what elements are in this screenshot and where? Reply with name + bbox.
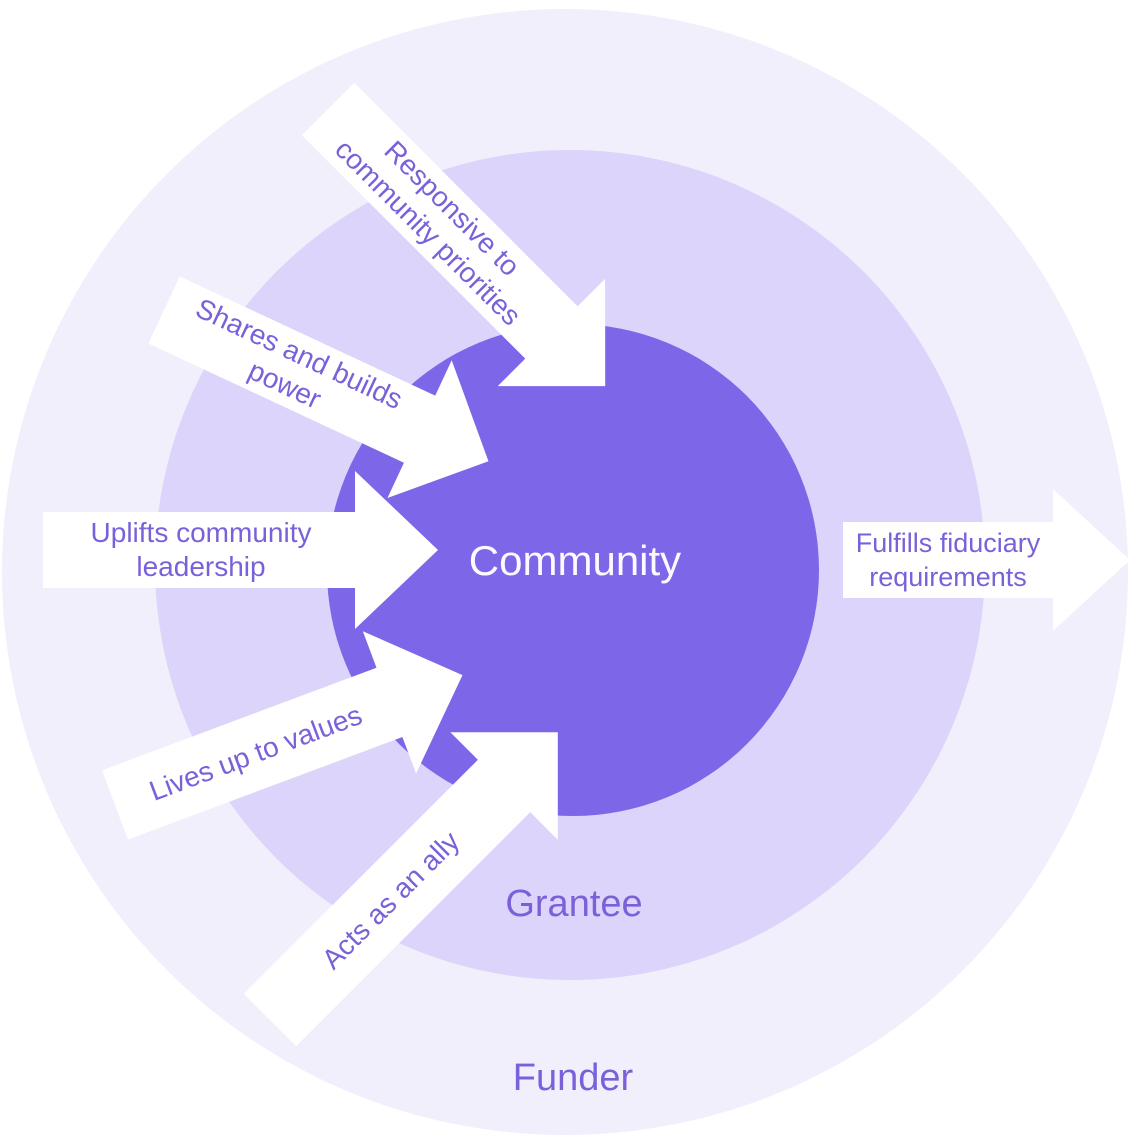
arrow-fulfills-label-line1: Fulfills fiduciary — [856, 528, 1041, 558]
funder-label: Funder — [513, 1057, 634, 1099]
arrow-lives-shape — [102, 631, 463, 840]
arrow-fulfills: Fulfills fiduciary requirements — [843, 489, 1130, 631]
arrow-fulfills-label-line2: requirements — [869, 562, 1027, 592]
grantee-label: Grantee — [505, 883, 642, 925]
arrow-acts-shape — [243, 732, 558, 1047]
arrow-uplifts: Uplifts community leadership — [43, 471, 438, 629]
arrow-shares-shape — [148, 276, 489, 499]
arrow-responsive-shape — [301, 82, 606, 387]
arrow-uplifts-label-line2: leadership — [136, 551, 265, 582]
arrow-fulfills-shape — [843, 489, 1130, 631]
arrow-uplifts-label-line1: Uplifts community — [91, 517, 312, 548]
community-label: Community — [469, 537, 681, 584]
arrow-uplifts-shape — [43, 471, 438, 629]
